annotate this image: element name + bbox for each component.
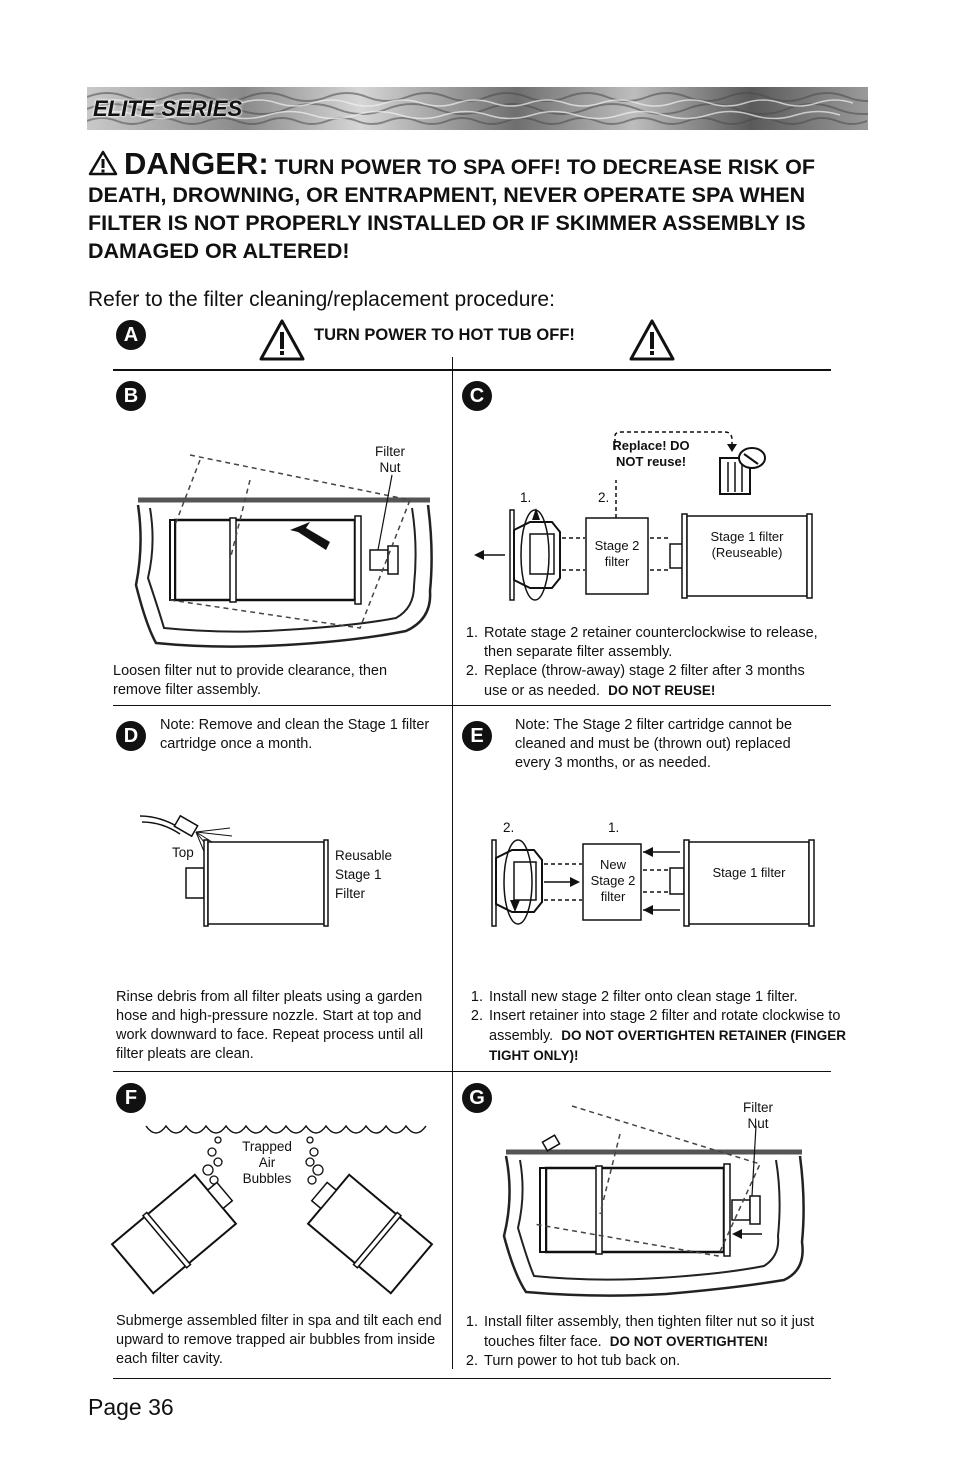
step-g-instruction-2: Turn power to hot tub back on.	[482, 1352, 862, 1371]
trapped-air-label: Trapped Air Bubbles	[242, 1139, 292, 1186]
step-d-note: Note: Remove and clean the Stage 1 filte…	[160, 717, 430, 752]
filter-install-diagram	[502, 1105, 805, 1297]
header-banner: ELITE SERIES	[87, 87, 868, 130]
step-c-num1: 1.	[520, 490, 532, 505]
filter-nut-label-g: Filter Nut	[743, 1100, 773, 1131]
step-d-caption: Rinse debris from all filter pleats usin…	[116, 989, 424, 1062]
step-f-caption: Submerge assembled filter in spa and til…	[116, 1313, 442, 1367]
step-e-badge: E	[462, 721, 492, 751]
stage2-filter-label: Stage 2 filter	[594, 538, 640, 569]
step-e-num1: 1.	[608, 820, 620, 835]
step-c-badge: C	[462, 381, 492, 411]
step-d-badge: D	[116, 721, 146, 751]
step-g-instruction-1: Install filter assembly, then tighten fi…	[482, 1313, 862, 1352]
step-c-instructions: Rotate stage 2 retainer counterclockwise…	[460, 624, 832, 701]
stage1-filter-label-e: Stage 1 filter	[712, 865, 786, 880]
divider	[113, 1071, 831, 1072]
replace-warning-label: Replace! DO NOT reuse!	[612, 438, 690, 469]
step-c-num2: 2.	[598, 490, 610, 505]
page-number: Page 36	[88, 1394, 174, 1420]
step-e-num2: 2.	[503, 820, 515, 835]
danger-message: TURN POWER TO SPA OFF! TO DECREASE RISK …	[88, 155, 815, 263]
step-c-instruction-2: Replace (throw-away) stage 2 filter afte…	[482, 662, 832, 701]
step-b-caption: Loosen filter nut to provide clearance, …	[113, 663, 388, 698]
filter-separation-diagram	[474, 480, 813, 601]
divider	[113, 705, 831, 706]
new-stage2-filter-label: New Stage 2 filter	[590, 857, 636, 904]
filter-removal-diagram	[134, 454, 433, 648]
stage1-filter-label: Stage 1 filter (Reuseable)	[710, 529, 784, 560]
top-label: Top	[172, 845, 194, 860]
step-a-text: TURN POWER TO HOT TUB OFF!	[314, 326, 575, 344]
trash-can-icon	[614, 431, 766, 495]
filter-rinse-diagram	[139, 814, 329, 927]
filter-nut-label: Filter Nut	[375, 444, 405, 475]
step-b-badge: B	[116, 381, 146, 411]
intro-text: Refer to the filter cleaning/replacement…	[88, 288, 555, 311]
reusable-filter-label: Reusable Stage 1 Filter	[335, 848, 393, 901]
step-c-instruction-1: Rotate stage 2 retainer counterclockwise…	[482, 624, 832, 662]
step-e-instruction-2: Insert retainer into stage 2 filter and …	[487, 1007, 859, 1066]
step-g-instructions: Install filter assembly, then tighten fi…	[460, 1313, 862, 1371]
step-a-badge: A	[116, 320, 146, 350]
series-title: ELITE SERIES	[93, 96, 243, 121]
step-f-badge: F	[116, 1083, 146, 1113]
filter-assembly-diagram	[491, 839, 815, 927]
warning-triangle-icon	[629, 319, 675, 361]
arrow-icon	[290, 522, 330, 550]
submerge-filter-diagram	[110, 1124, 434, 1295]
step-e-instructions: Install new stage 2 filter onto clean st…	[465, 988, 859, 1066]
danger-word: DANGER:	[123, 146, 269, 181]
warning-triangle-icon	[88, 150, 118, 176]
step-e-instruction-1: Install new stage 2 filter onto clean st…	[487, 988, 859, 1007]
water-texture	[87, 92, 868, 125]
danger-warning: DANGER: TURN POWER TO SPA OFF! TO DECREA…	[88, 148, 868, 265]
divider	[113, 369, 831, 371]
divider	[113, 1378, 831, 1379]
step-e-note: Note: The Stage 2 filter cartridge canno…	[515, 717, 793, 771]
column-divider	[452, 357, 453, 1369]
warning-triangle-icon	[259, 319, 305, 361]
step-g-badge: G	[462, 1083, 492, 1113]
